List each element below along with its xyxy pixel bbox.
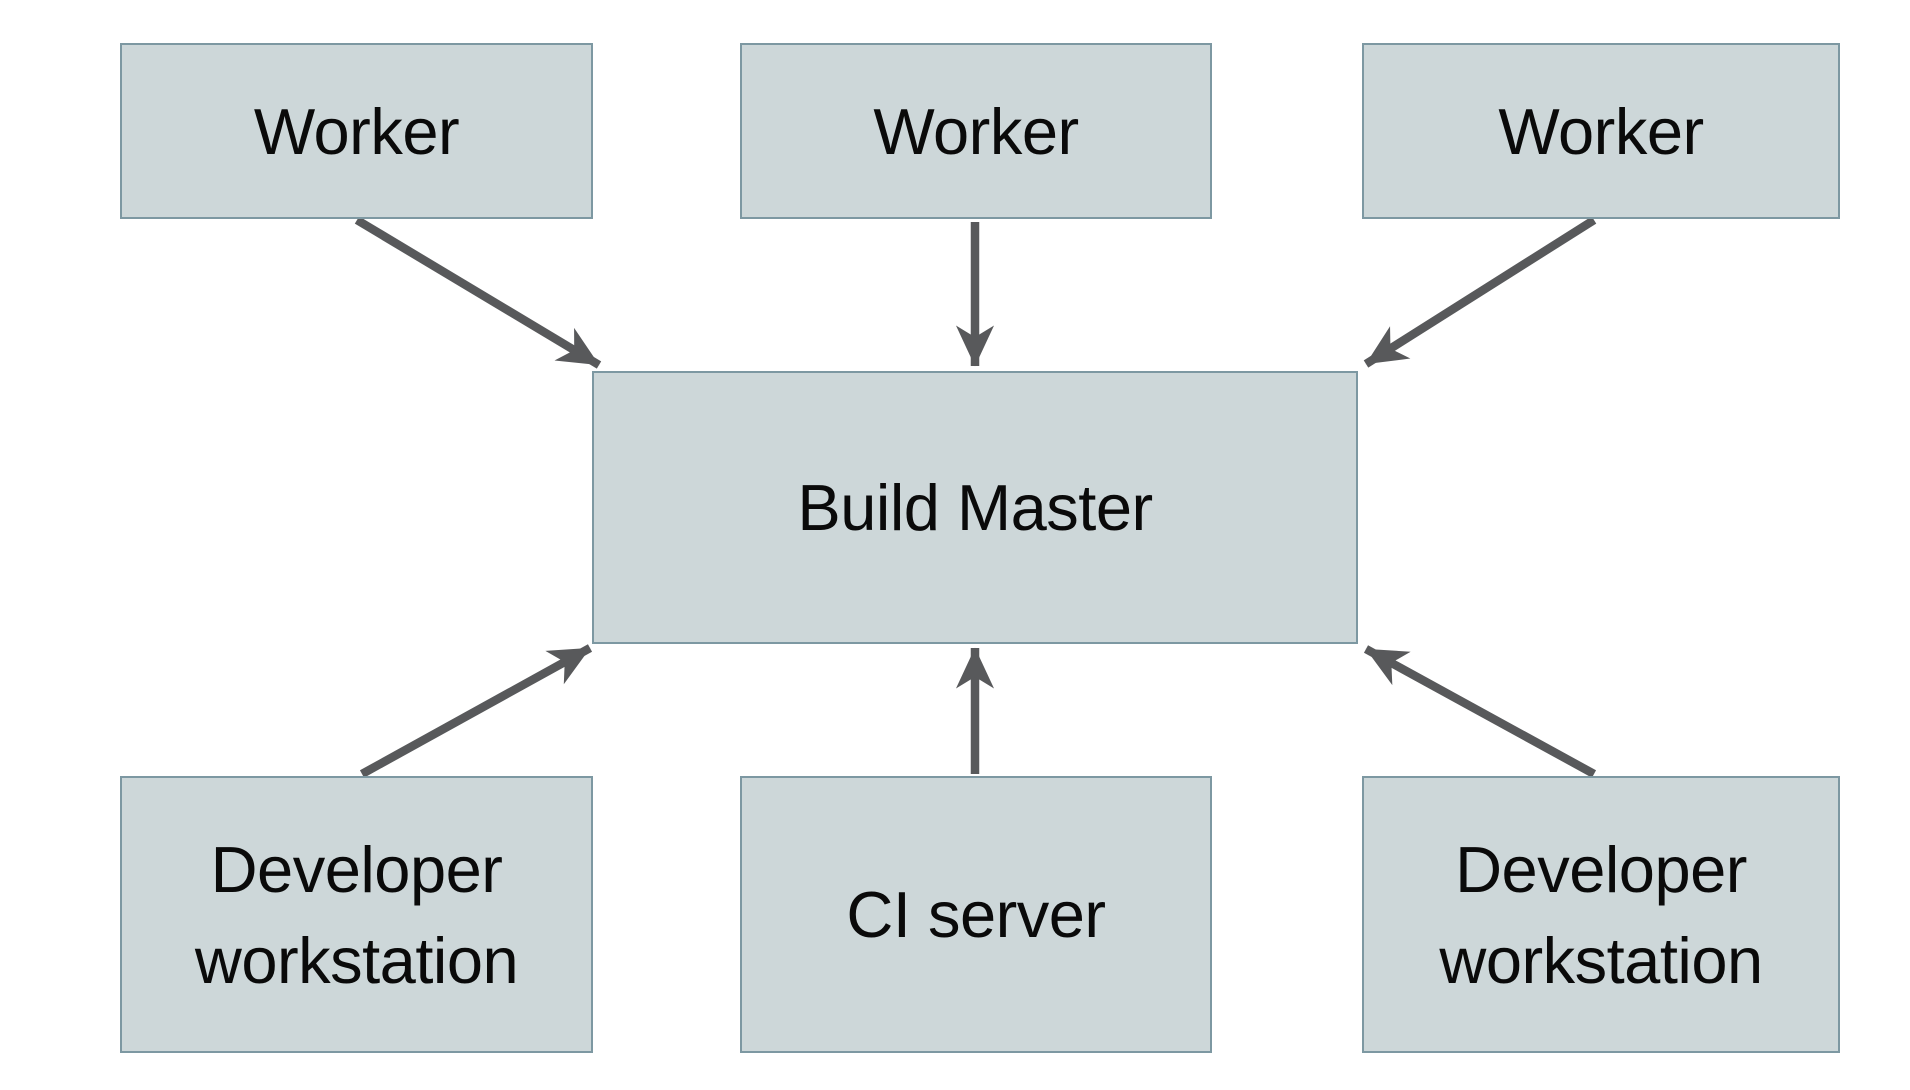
node-worker-2-label: Worker: [873, 94, 1079, 168]
edge-worker-3-to-build-master: [1363, 216, 1597, 368]
node-developer-workstation-left-label: Developer workstation: [194, 832, 519, 997]
node-worker-3-label: Worker: [1498, 94, 1704, 168]
edge-worker-1-to-build-master: [354, 216, 602, 369]
node-worker-1-label: Worker: [253, 94, 460, 168]
node-build-master: Build Master: [592, 371, 1358, 644]
node-developer-workstation-right: Developer workstation: [1362, 776, 1840, 1053]
node-developer-workstation-right-label: Developer workstation: [1439, 832, 1763, 997]
node-worker-3: Worker: [1362, 43, 1840, 219]
node-developer-workstation-left: Developer workstation: [120, 776, 593, 1053]
node-worker-1: Worker: [120, 43, 593, 219]
edge-developer-workstation-right-to-build-master: [1363, 645, 1597, 778]
node-worker-2: Worker: [740, 43, 1212, 219]
node-build-master-label: Build Master: [797, 471, 1153, 544]
edge-developer-workstation-left-to-build-master: [359, 644, 593, 778]
node-ci-server: CI server: [740, 776, 1212, 1053]
node-ci-server-label: CI server: [846, 878, 1106, 951]
